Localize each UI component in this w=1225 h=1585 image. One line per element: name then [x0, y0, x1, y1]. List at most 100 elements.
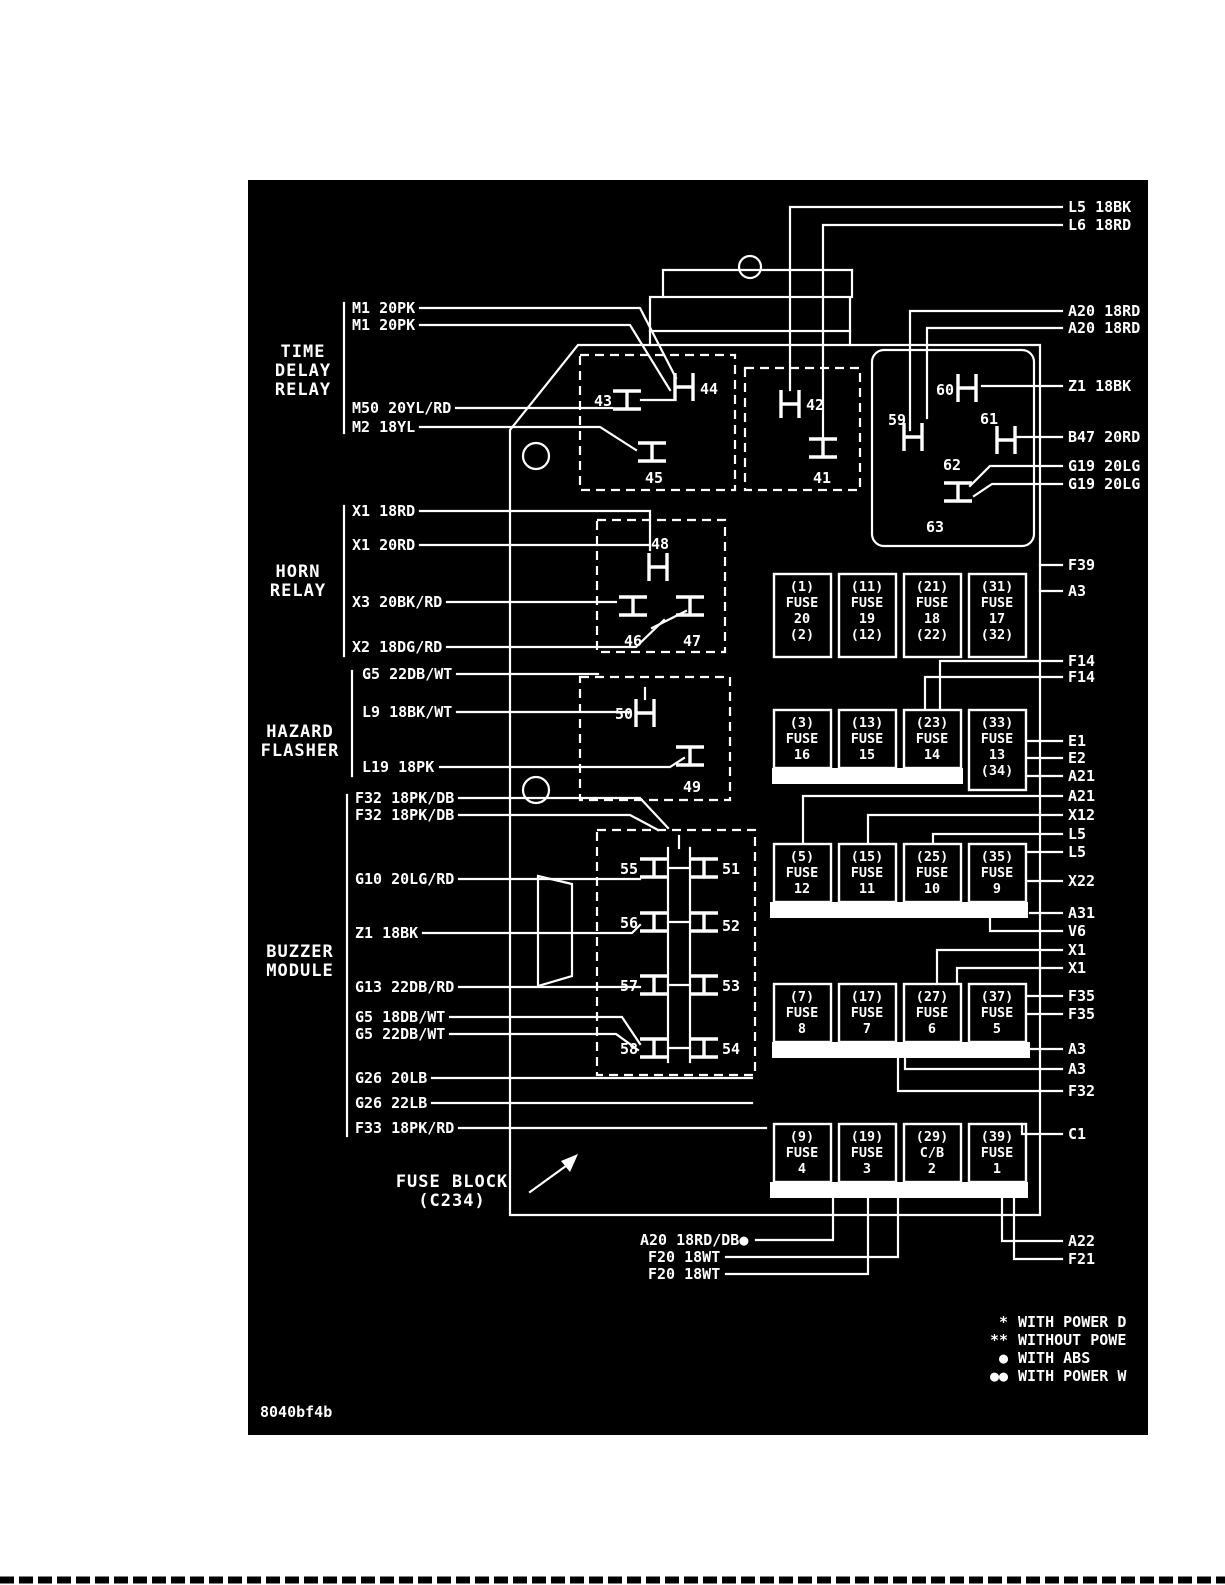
fuse-cell-text: (23)	[916, 715, 949, 731]
buzzer-module-box	[595, 828, 757, 1077]
terminal-number: 43	[594, 392, 612, 410]
wire	[935, 948, 1064, 984]
fuse-cell-text: (12)	[851, 627, 884, 643]
fuse-cell-text: (1)	[790, 579, 814, 595]
fuse-cell-text: (27)	[916, 989, 949, 1005]
terminal-number: 49	[683, 778, 701, 796]
relay-terminal-glyphs	[611, 371, 1017, 1064]
fuse-box-17	[967, 572, 1028, 659]
wire-label-right: A3	[1068, 1060, 1086, 1078]
section-label: RELAY	[275, 380, 331, 400]
wire-label-right: G19 20LG	[1068, 457, 1140, 475]
fuse-cell-text: (2)	[790, 627, 814, 643]
terminal-number: 45	[645, 469, 663, 487]
wire	[445, 618, 666, 649]
fuse-cell-text: C/B	[920, 1145, 944, 1161]
wire-label-left: G26 22LB	[355, 1094, 427, 1112]
block-outline	[508, 254, 1042, 1217]
fuse-cell-text: FUSE	[786, 595, 819, 611]
wire-label-left: G5 22DB/WT	[362, 665, 452, 683]
wire-label-left: G10 20LG/RD	[355, 870, 454, 888]
fuse-cell-text: FUSE	[916, 1005, 949, 1021]
connector-wedge	[536, 874, 574, 988]
wire-label-left: F32 18PK/DB	[355, 806, 454, 824]
wire-label-left: F32 18PK/DB	[355, 789, 454, 807]
fuse-cell-text: FUSE	[916, 595, 949, 611]
fuse-cell-text: 5	[993, 1021, 1001, 1037]
wire	[896, 1057, 1064, 1093]
wire-label-right: L5	[1068, 825, 1086, 843]
wire	[418, 323, 672, 392]
terminal-number: 48	[651, 535, 669, 553]
fuse-cell-text: FUSE	[981, 595, 1014, 611]
wire-label-right: X12	[1068, 806, 1095, 824]
wire	[418, 425, 638, 452]
time-delay-relay-box	[578, 353, 737, 492]
wire-label-right: A22	[1068, 1232, 1095, 1250]
wire-label-right: A20 18RD	[1068, 319, 1140, 337]
wire-label-right: Z1 18BK	[1068, 377, 1131, 395]
fuse-cell-text: FUSE	[786, 731, 819, 747]
legend-text: WITH POWER W	[1018, 1367, 1127, 1385]
fuse-cell-text: (21)	[916, 579, 949, 595]
fuse-cell-text: (19)	[851, 1129, 884, 1145]
mount-hole-upper	[521, 441, 551, 471]
fuse-cell-text: 19	[859, 611, 875, 627]
wire-label-right: V6	[1068, 922, 1086, 940]
left-wire-labels: M1 20PK M1 20PK M50 20YL/RD M2 18YL X1 1…	[352, 299, 454, 1137]
wire-label-left: X1 20RD	[352, 536, 415, 554]
wire-label-right: E2	[1068, 749, 1086, 767]
wire-label-right: F21	[1068, 1250, 1095, 1268]
top-bar	[648, 295, 852, 333]
fuse-cell-text: (32)	[981, 627, 1014, 643]
fuse-cell-text: (9)	[790, 1129, 814, 1145]
legend-symbol: ●●	[990, 1367, 1008, 1385]
fuse-bar	[770, 902, 1028, 918]
fuse-cell-text: (22)	[916, 627, 949, 643]
wire-label-right: F14	[1068, 652, 1095, 670]
fuse-cell-text: 1	[993, 1161, 1001, 1177]
wire-label-right: A21	[1068, 767, 1095, 785]
wire-label-right: F14	[1068, 668, 1095, 686]
wire-label-right: B47 20RD	[1068, 428, 1140, 446]
wire	[1000, 1196, 1064, 1243]
fuse-cell-text: FUSE	[786, 865, 819, 881]
section-labels: TIME DELAY RELAY HORN RELAY HAZARD FLASH…	[261, 301, 578, 1211]
fuse-cell-text: 12	[794, 881, 810, 897]
wire-label-left: X3 20BK/RD	[352, 593, 442, 611]
fuse-cell-text: (35)	[981, 849, 1014, 865]
terminal-number: 50	[615, 705, 633, 723]
relay-boxes	[578, 348, 1036, 1077]
terminal-number: 58	[620, 1040, 638, 1058]
figure-code: 8040bf4b	[260, 1403, 332, 1421]
fuse-cell-text: (33)	[981, 715, 1014, 731]
fuse-cell-text: 6	[928, 1021, 936, 1037]
terminal-number: 41	[813, 469, 831, 487]
wire	[821, 223, 1064, 299]
horn-relay-box	[595, 518, 727, 654]
wire-label-right: F32	[1068, 1082, 1095, 1100]
wire-label-left: M2 18YL	[352, 418, 415, 436]
terminal-number: 59	[888, 411, 906, 429]
wire-label-bottom: F20 18WT	[648, 1265, 720, 1283]
wire-label-right: A3	[1068, 1040, 1086, 1058]
wire-label-left: F33 18PK/RD	[355, 1119, 454, 1137]
fuse-cell-text: 4	[798, 1161, 806, 1177]
fuse-grid: (1) FUSE 20 (2) (11) FUSE 19 (12) (21) F…	[770, 572, 1030, 1198]
legend-symbol: *	[999, 1313, 1008, 1331]
terminal-number: 52	[722, 917, 740, 935]
terminal-number: 42	[806, 396, 824, 414]
fuse-cell-text: FUSE	[851, 731, 884, 747]
wire-label-right: E1	[1068, 732, 1086, 750]
wire	[418, 306, 678, 380]
wire	[955, 966, 1064, 984]
section-label: FUSE BLOCK	[396, 1172, 508, 1192]
wire	[925, 326, 1064, 420]
wire-label-left: G5 18DB/WT	[355, 1008, 445, 1026]
section-label: HORN	[276, 562, 321, 582]
fuse-box-20	[772, 572, 833, 659]
fuse-cell-text: (15)	[851, 849, 884, 865]
wire	[866, 813, 1064, 844]
terminal-number: 62	[943, 456, 961, 474]
